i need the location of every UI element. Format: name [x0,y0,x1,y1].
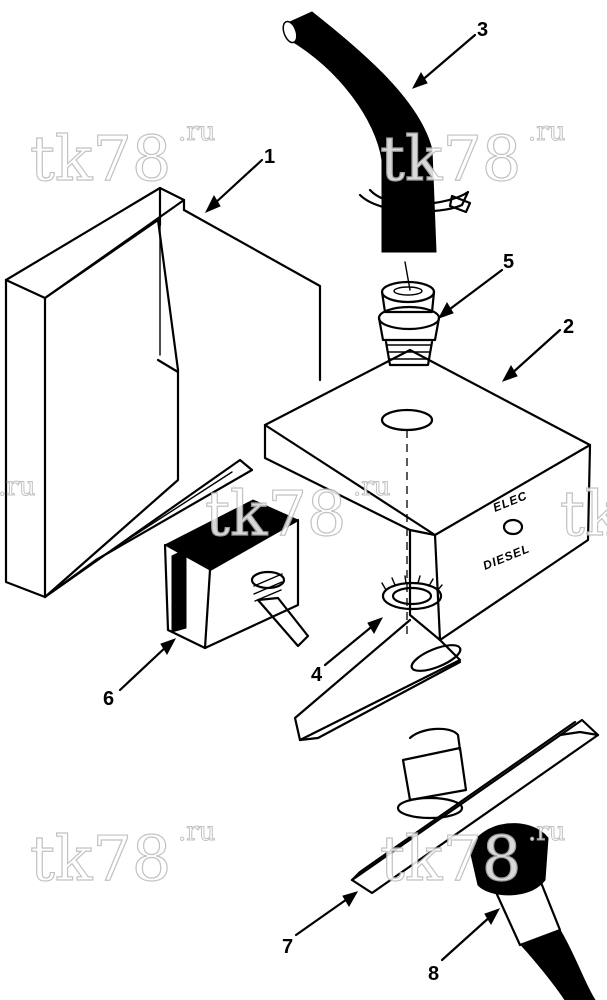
watermark-text: tk78 [30,822,171,895]
leader-arrows [118,33,562,962]
watermark-suffix: .ru [353,472,390,502]
watermark-text: tk78 [205,477,346,550]
plate-selector-hole [502,518,524,536]
callout-1: 1 [264,146,275,168]
watermark-suffix: .ru [528,117,565,147]
watermark-suffix: .ru [0,472,35,502]
part-2-housing [263,348,592,742]
watermark-text: tk78 [30,122,171,195]
watermark-text: tk78 [380,822,521,895]
part-4-nut [381,575,443,611]
part-7-bracket [350,718,600,895]
part-3-hose [282,11,472,291]
callout-5: 5 [503,251,514,273]
callout-7: 7 [282,936,293,958]
plate-label-diesel: DIESEL [481,541,532,572]
watermark-suffix: .ru [178,117,215,147]
watermark-suffix: .ru [178,817,215,847]
callout-6: 6 [103,688,114,710]
part-8-connector [469,823,596,1000]
callout-4: 4 [311,664,323,686]
callout-3: 3 [477,19,488,41]
part-1-cover [4,186,322,599]
watermarks: tk78 .ru tk78 .ru tk78 .ru .ru tk78 tk78… [0,117,607,896]
part-6-switch [163,499,310,650]
watermark-text: tk78 [560,477,607,550]
callout-2: 2 [563,316,574,338]
part-5-fitting [377,280,441,367]
callout-8: 8 [428,963,439,985]
watermark-text: tk78 [380,122,521,195]
watermark-suffix: .ru [528,817,565,847]
